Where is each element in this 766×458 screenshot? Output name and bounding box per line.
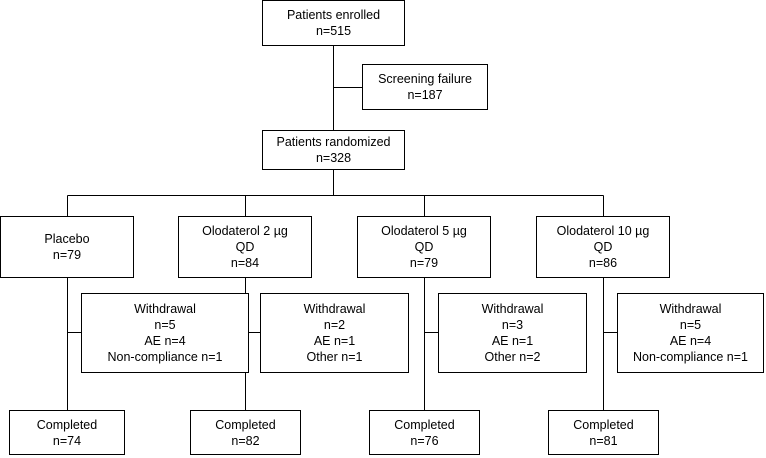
withdrawal-line: Non-compliance n=1 — [107, 350, 223, 364]
completed-box-olodaterol-10: Completed n=81 — [548, 410, 659, 455]
completed-count: n=82 — [231, 433, 260, 448]
arm-box-olodaterol-5: Olodaterol 5 µg QD n=79 — [357, 216, 491, 278]
enrolled-title: Patients enrolled — [286, 8, 381, 22]
randomized-count: n=328 — [315, 151, 352, 165]
arm-box-olodaterol-2: Olodaterol 2 µg QD n=84 — [178, 216, 312, 278]
screening-failure-box: Screening failure n=187 — [362, 64, 488, 110]
completed-count: n=76 — [410, 433, 439, 448]
completed-title: Completed — [215, 417, 276, 432]
withdrawal-title: Withdrawal — [481, 302, 544, 316]
withdrawal-line: AE n=1 — [313, 334, 356, 348]
completed-box-placebo: Completed n=74 — [9, 410, 125, 455]
withdrawal-box-placebo: Withdrawal n=5 AE n=4 Non-compliance n=1 — [81, 293, 249, 373]
arm-count: n=79 — [409, 256, 439, 270]
arm-name: Olodaterol 2 µg — [202, 224, 288, 238]
arm-count: n=84 — [230, 256, 260, 270]
completed-count: n=74 — [52, 433, 82, 448]
completed-title: Completed — [573, 417, 634, 432]
randomized-box: Patients randomized n=328 — [262, 130, 405, 170]
withdrawal-line: Non-compliance n=1 — [633, 350, 748, 364]
arm-box-olodaterol-10: Olodaterol 10 µg QD n=86 — [536, 216, 670, 278]
withdrawal-line: AE n=4 — [144, 334, 186, 348]
withdrawal-title: Withdrawal — [134, 302, 196, 316]
withdrawal-line: n=3 — [501, 318, 524, 332]
withdrawal-line: n=5 — [679, 318, 702, 332]
completed-count: n=81 — [589, 433, 618, 448]
enrolled-count: n=515 — [315, 24, 352, 38]
withdrawal-box-olodaterol-2: Withdrawal n=2 AE n=1 Other n=1 — [260, 293, 409, 373]
withdrawal-line: AE n=4 — [669, 334, 712, 348]
withdrawal-line: n=2 — [323, 318, 346, 332]
arm-name: Olodaterol 10 µg — [556, 224, 650, 238]
arm-name: Olodaterol 5 µg — [381, 224, 467, 238]
screening-failure-title: Screening failure — [378, 72, 472, 86]
withdrawal-line: Other n=1 — [306, 350, 363, 364]
arm-count: n=79 — [52, 248, 82, 262]
randomized-title: Patients randomized — [276, 135, 391, 149]
completed-title: Completed — [36, 417, 98, 432]
withdrawal-box-olodaterol-5: Withdrawal n=3 AE n=1 Other n=2 — [438, 293, 587, 373]
arm-dose: QD — [235, 240, 255, 254]
arm-dose: QD — [593, 240, 613, 254]
withdrawal-box-olodaterol-10: Withdrawal n=5 AE n=4 Non-compliance n=1 — [617, 293, 764, 373]
withdrawal-line: AE n=1 — [491, 334, 534, 348]
arm-box-placebo: Placebo n=79 — [0, 216, 134, 278]
screening-failure-count: n=187 — [407, 88, 443, 102]
withdrawal-title: Withdrawal — [659, 302, 722, 316]
completed-box-olodaterol-2: Completed n=82 — [190, 410, 301, 455]
completed-title: Completed — [394, 417, 455, 432]
completed-box-olodaterol-5: Completed n=76 — [369, 410, 480, 455]
arm-dose: QD — [414, 240, 434, 254]
withdrawal-line: n=5 — [154, 318, 176, 332]
arm-count: n=86 — [588, 256, 618, 270]
arm-name: Placebo — [44, 232, 90, 246]
withdrawal-title: Withdrawal — [303, 302, 366, 316]
withdrawal-line: Other n=2 — [484, 350, 541, 364]
enrolled-box: Patients enrolled n=515 — [262, 0, 405, 46]
